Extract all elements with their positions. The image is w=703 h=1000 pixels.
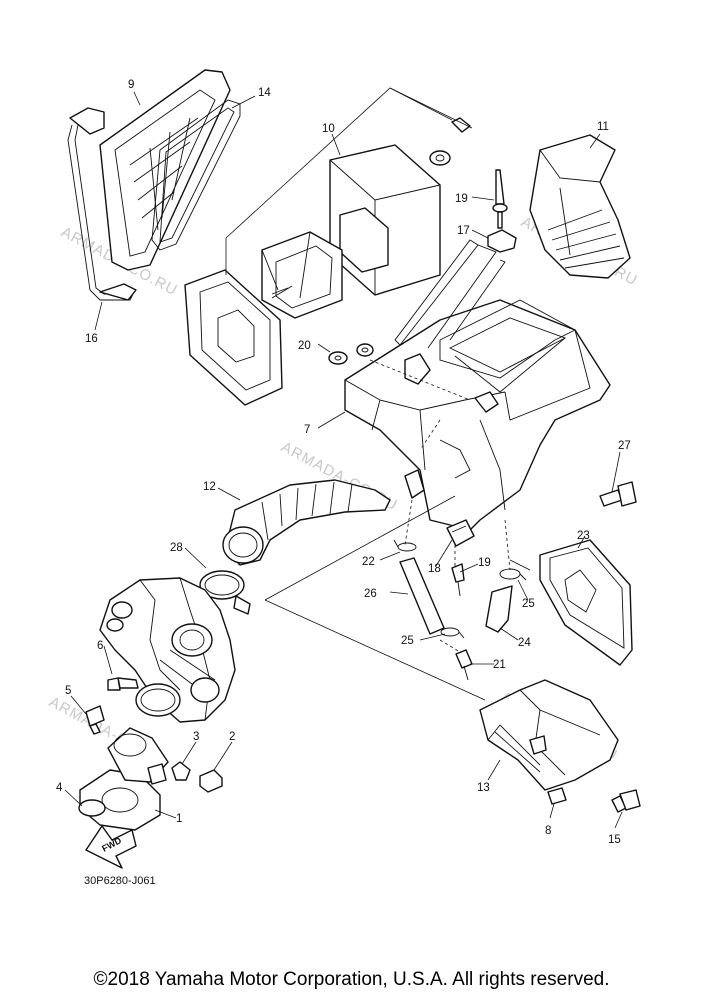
callout-13: 13 <box>477 782 490 794</box>
callout-3: 3 <box>193 731 199 743</box>
callout-15: 15 <box>608 834 621 846</box>
part-15-screw <box>611 789 641 813</box>
callout-6: 6 <box>97 640 103 652</box>
part-22-clip <box>393 539 417 552</box>
part-14-seal <box>151 99 241 251</box>
part-7-airbox <box>344 239 611 531</box>
callout-numbers: 9 14 10 11 19 17 20 7 12 27 23 28 22 18 … <box>56 79 631 846</box>
callout-12: 12 <box>203 481 216 493</box>
part-10-filter <box>261 144 441 319</box>
callout-11: 11 <box>597 121 609 133</box>
part-5-bolt <box>85 705 105 735</box>
filter-base-plate <box>184 269 283 406</box>
bracket-10 <box>225 87 473 275</box>
callout-26: 26 <box>364 588 377 600</box>
callout-9: 9 <box>128 79 134 91</box>
callout-17: 17 <box>457 225 470 237</box>
part-17-grommet <box>487 229 517 253</box>
callout-24: 24 <box>518 637 531 649</box>
part-8-collar <box>547 787 567 805</box>
throttle-body <box>99 577 236 723</box>
part-16-clamp <box>67 107 137 301</box>
part-24-drain <box>485 585 513 633</box>
part-25-clips <box>440 568 527 639</box>
part-10-grommet <box>429 117 471 166</box>
callout-25-left: 25 <box>401 635 414 647</box>
part-23-screen <box>539 539 633 666</box>
callout-16: 16 <box>85 333 98 345</box>
callout-25-right: 25 <box>522 598 535 610</box>
callout-23: 23 <box>577 530 590 542</box>
callout-1: 1 <box>176 813 182 825</box>
fwd-arrow: FWD <box>85 825 137 869</box>
part-21-plug <box>455 649 473 681</box>
callout-5: 5 <box>65 685 71 697</box>
callout-21: 21 <box>493 659 506 671</box>
callout-19-lower: 19 <box>478 557 491 569</box>
callout-10: 10 <box>322 123 335 135</box>
callout-2: 2 <box>229 731 235 743</box>
part-3-clip <box>171 761 191 781</box>
part-19-top-screw <box>492 169 508 229</box>
callout-4: 4 <box>56 782 63 794</box>
copyright-notice: ©2018 Yamaha Motor Corporation, U.S.A. A… <box>93 969 610 990</box>
part-4-oring <box>78 799 106 817</box>
part-13-box <box>479 679 619 791</box>
part-28-clamp <box>199 570 251 615</box>
part-18-holder <box>446 519 475 547</box>
callout-8: 8 <box>545 825 551 837</box>
part-20-grommets <box>328 343 374 365</box>
leader-lines <box>64 91 623 829</box>
drawing-code: 30P6280-J061 <box>84 875 156 887</box>
callout-14: 14 <box>258 87 271 99</box>
part-26-tube <box>399 557 445 635</box>
part-19-lower-screw <box>451 563 465 597</box>
callout-20: 20 <box>298 340 311 352</box>
callout-18: 18 <box>428 563 441 575</box>
part-27-bolt <box>599 481 637 507</box>
callout-22: 22 <box>362 556 375 568</box>
part-2-cap <box>199 769 223 793</box>
callout-27: 27 <box>618 440 631 452</box>
part-11-duct <box>529 134 631 279</box>
callout-19-top: 19 <box>455 193 468 205</box>
assembly-lines <box>264 359 531 701</box>
part-12-boot <box>222 479 391 566</box>
part-6-clamp <box>107 677 181 717</box>
callout-28: 28 <box>170 542 183 554</box>
callout-7: 7 <box>304 424 310 436</box>
